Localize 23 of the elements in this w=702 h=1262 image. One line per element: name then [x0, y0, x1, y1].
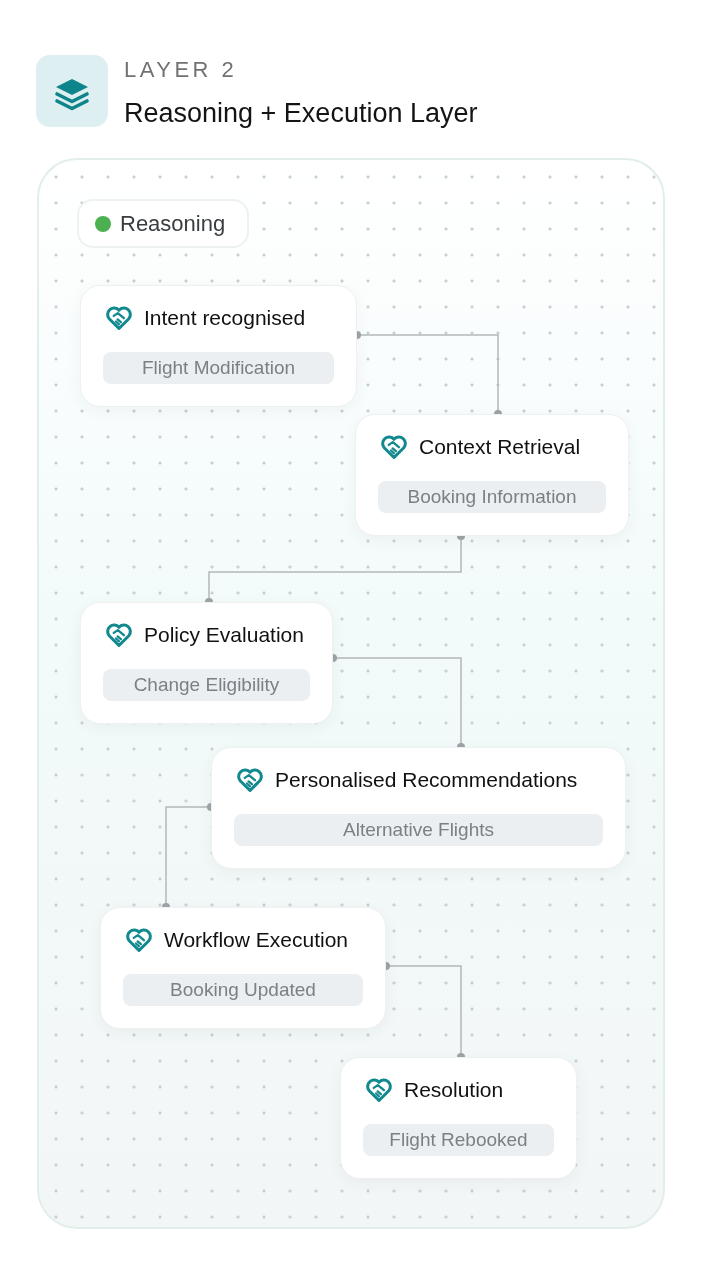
step-title: Context Retrieval — [419, 435, 581, 459]
result-tag: Booking Updated — [123, 974, 363, 1006]
layer-label: LAYER 2 — [124, 57, 238, 83]
step-card — [80, 285, 357, 407]
step-card — [211, 747, 626, 869]
step-title: Policy Evaluation — [144, 623, 304, 647]
diagram-title: Reasoning + Execution Layer — [124, 97, 478, 130]
result-tag: Change Eligibility — [103, 669, 310, 701]
step-title: Intent recognised — [144, 306, 306, 330]
step-card — [80, 602, 333, 724]
step-card — [100, 907, 386, 1029]
step-title: Personalised Recommendations — [275, 768, 578, 792]
result-tag: Booking Information — [378, 481, 606, 513]
section-pill — [77, 199, 249, 248]
result-tag: Flight Rebooked — [363, 1124, 554, 1156]
step-card — [340, 1057, 577, 1179]
step-title: Workflow Execution — [164, 928, 349, 952]
section-label: Reasoning — [120, 210, 226, 237]
step-title: Resolution — [404, 1078, 504, 1102]
result-tag: Alternative Flights — [234, 814, 603, 846]
dotted-panel — [37, 158, 665, 1229]
step-card — [355, 414, 629, 536]
result-tag: Flight Modification — [103, 352, 334, 384]
